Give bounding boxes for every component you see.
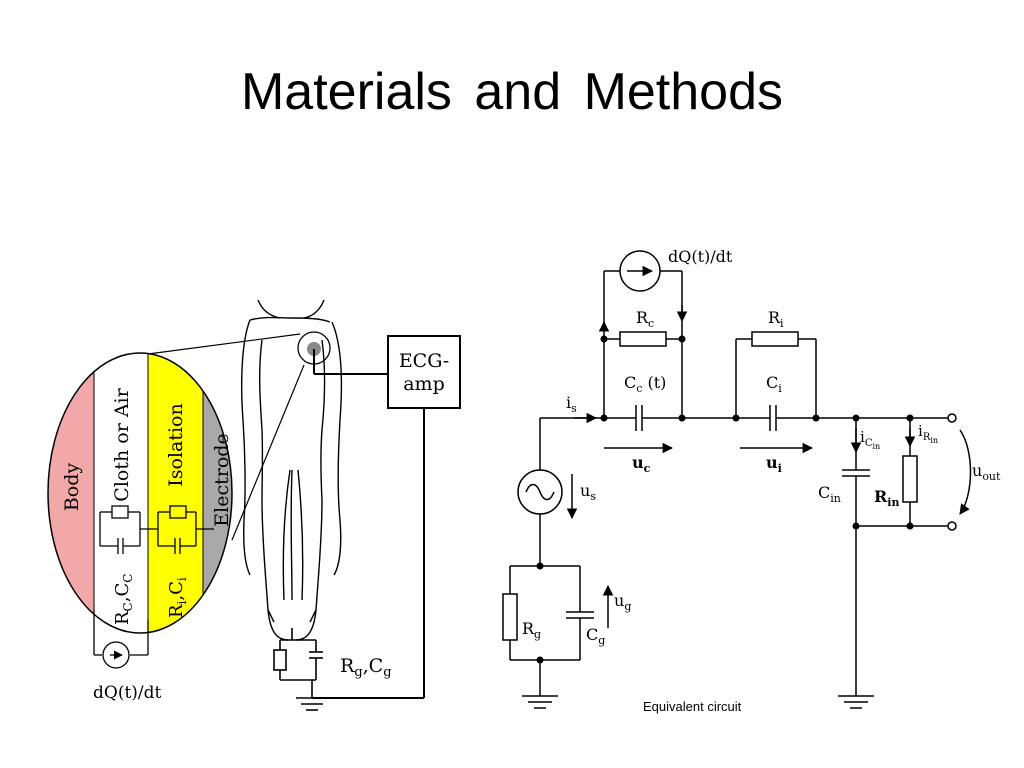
- cloth-layer: [94, 353, 148, 633]
- cloth-rc-element: [99, 505, 141, 554]
- ci-label: Ci: [766, 373, 782, 395]
- rc-cloth-label: RC,CC: [112, 574, 135, 625]
- ui-label: ui: [766, 453, 782, 475]
- cc-label: Cc (t): [624, 373, 666, 395]
- isolation-label: Isolation: [165, 403, 187, 487]
- is-label: is: [566, 393, 577, 415]
- uout-label: uout: [972, 461, 1001, 483]
- zoom-line-top: [147, 333, 301, 355]
- cin-label: Cin: [818, 483, 841, 505]
- rg-label: Rg: [522, 619, 541, 641]
- rc-isolation-label: Ri,Ci: [166, 577, 189, 618]
- ecg-amp-label-1: ECG-: [399, 350, 449, 372]
- cg-label: Cg: [586, 625, 605, 647]
- isolation-layer: [148, 353, 203, 633]
- icin-label: iCin: [860, 428, 880, 451]
- zoom-line-bottom: [231, 364, 305, 541]
- figure-caption: Equivalent circuit: [643, 699, 742, 714]
- electrode-label: Electrode: [211, 433, 233, 526]
- ground-rc-label: Rg,Cg: [340, 655, 392, 680]
- left-figure: Body Cloth or Air Isolation Electrode RC…: [47, 299, 461, 711]
- irin-label: iRin: [918, 422, 938, 445]
- left-current-label: dQ(t)/dt: [93, 683, 162, 703]
- uc-label: uc: [632, 453, 651, 475]
- right-figure: [502, 250, 972, 709]
- isolation-rc-element: [140, 505, 214, 554]
- body-label: Body: [61, 463, 83, 512]
- junction-dots: [536, 335, 914, 664]
- left-current-source: [93, 610, 149, 669]
- rc-label: Rc: [636, 308, 654, 330]
- us-label: us: [580, 481, 596, 503]
- ecg-amp-label-2: amp: [403, 373, 445, 395]
- slide-title: Materials and Methods: [240, 63, 784, 121]
- rin-label: Rin: [874, 487, 899, 509]
- ground-rc-element: [273, 628, 328, 711]
- cloth-label: Cloth or Air: [111, 387, 133, 501]
- ri-label: Ri: [768, 308, 784, 330]
- human-silhouette: [240, 299, 343, 641]
- ecg-amp-box: [387, 335, 461, 409]
- right-current-label: dQ(t)/dt: [668, 247, 733, 266]
- ug-label: ug: [614, 591, 631, 613]
